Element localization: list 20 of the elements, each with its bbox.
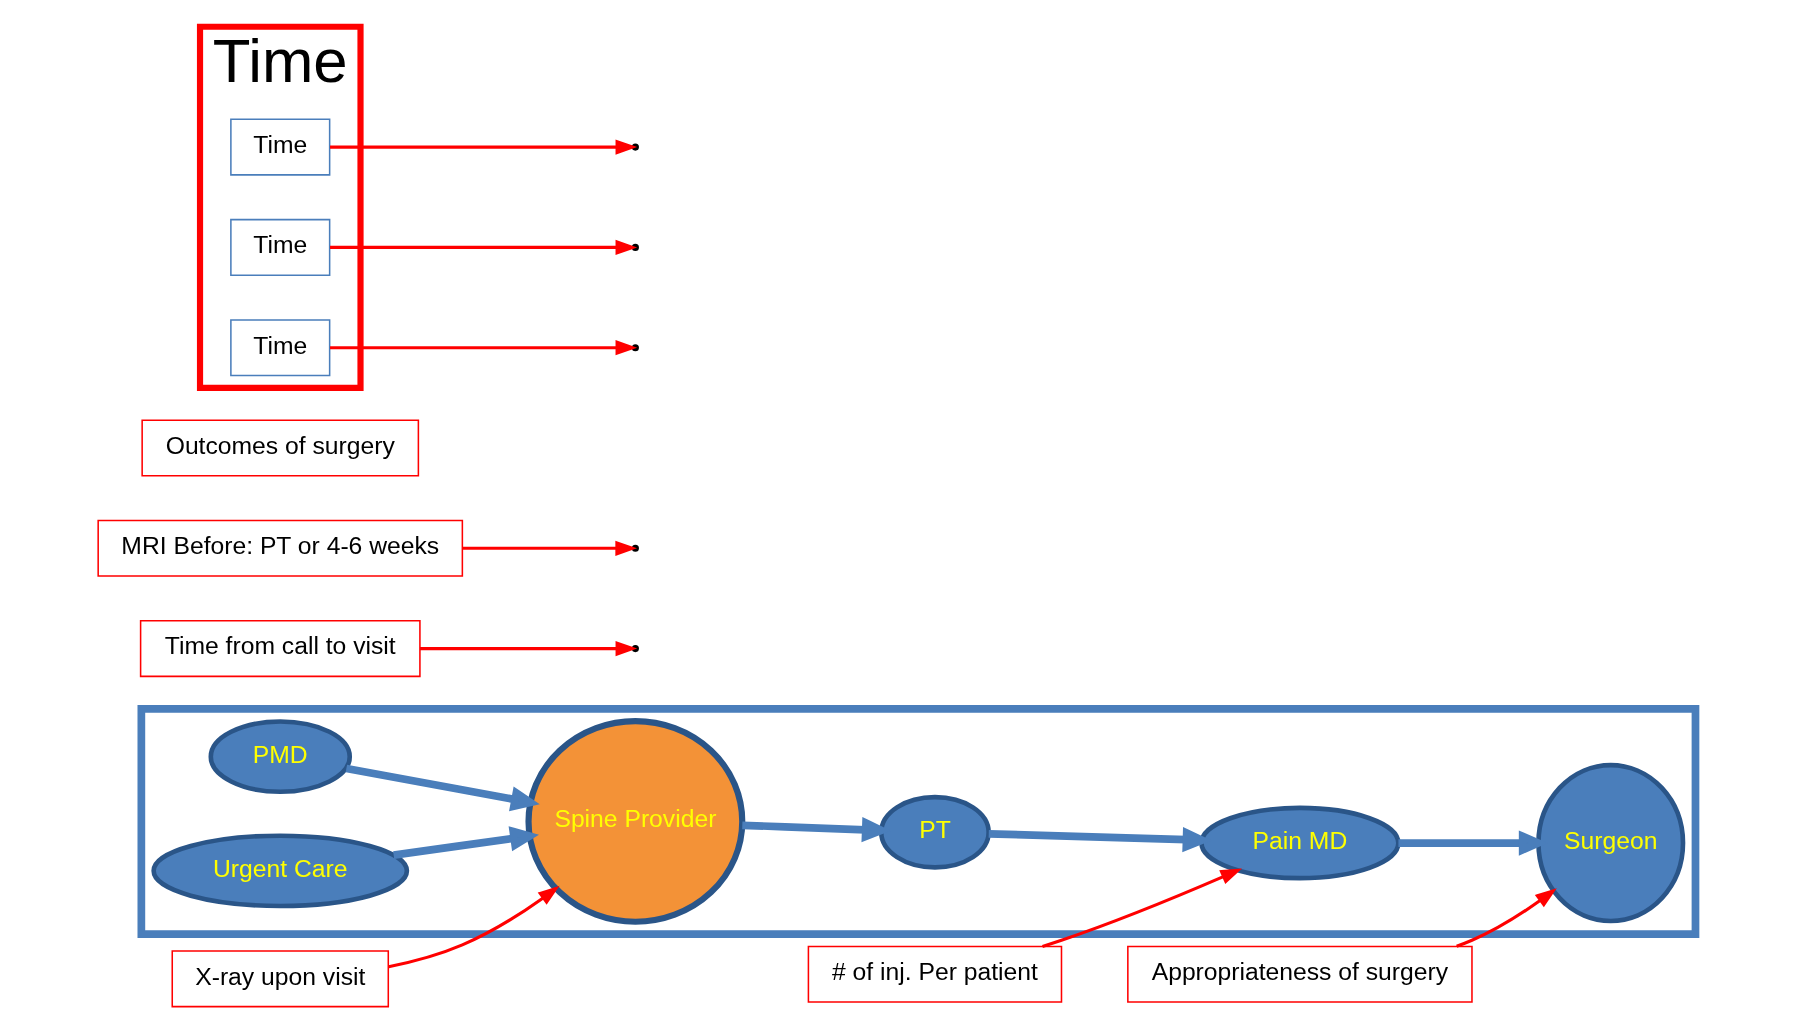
node-circle: Spine Provider	[524, 718, 745, 925]
node-box: Time	[229, 118, 330, 176]
node-box: Outcomes of surgery	[140, 419, 419, 477]
arrow	[1455, 888, 1557, 948]
cluster	[137, 704, 1699, 938]
node-ellipse: Pain MD	[1198, 805, 1401, 881]
node-box: Time	[229, 319, 330, 377]
node-box: MRI Before: PT or 4-6 weeks	[96, 519, 463, 577]
arrow	[1041, 868, 1242, 948]
node-box: Time	[229, 218, 330, 276]
node-ellipse: Urgent Care	[150, 833, 409, 909]
node-box: # of inj. Per patient	[807, 945, 1062, 1003]
node-box: Time from call to visit	[139, 620, 421, 678]
node-box: Appropriateness of surgery	[1126, 945, 1473, 1003]
arrow	[387, 885, 560, 969]
node-box: X-ray upon visit	[170, 950, 389, 1008]
node-ellipse: PMD	[208, 719, 352, 795]
arrow	[345, 764, 540, 812]
node-ellipse: PT	[878, 794, 991, 870]
arrow	[392, 826, 539, 859]
